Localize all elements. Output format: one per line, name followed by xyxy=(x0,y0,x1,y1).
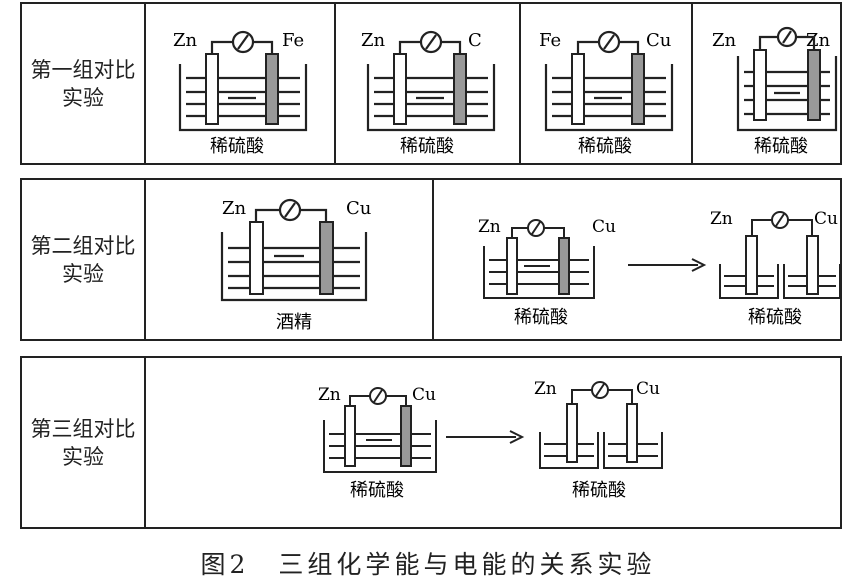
g3-arrow-icon xyxy=(509,430,525,444)
g3-a-left-electrode xyxy=(344,405,356,467)
g3-a-liquid-label: 稀硫酸 xyxy=(350,480,404,501)
g1-2-right-label: C xyxy=(468,30,482,51)
g1-1-left-electrode xyxy=(205,53,219,125)
g2-b-galvanometer-icon xyxy=(527,219,545,237)
g3-apparatus-single: Zn Cu 稀硫酸 xyxy=(318,385,437,501)
g1-4-left-electrode xyxy=(753,49,767,121)
g1-2-galvanometer-icon xyxy=(419,30,443,54)
g2-b-right-electrode xyxy=(558,237,570,295)
g1-cell-3 xyxy=(519,4,691,163)
g1-2-liquid-label: 稀硫酸 xyxy=(400,136,454,157)
group-1-label-line1: 第一组对比 xyxy=(30,57,136,82)
g2-a-left-label: Zn xyxy=(222,198,247,219)
g1-apparatus-3: Fe Cu 稀硫酸 xyxy=(539,30,674,157)
g1-2-left-electrode xyxy=(393,53,407,125)
g1-1-right-electrode xyxy=(265,53,279,125)
group-3-label-line1: 第三组对比 xyxy=(30,416,136,441)
g1-4-galvanometer-icon xyxy=(776,26,798,48)
g3-a-right-electrode xyxy=(400,405,412,467)
g2-cell-2 xyxy=(432,180,842,339)
g2-b-liquid-label: 稀硫酸 xyxy=(514,307,568,328)
g3-b-liquid-label: 稀硫酸 xyxy=(572,480,626,501)
g2-apparatus-alcohol: Zn Cu 酒精 xyxy=(220,198,371,333)
g2-apparatus-single: Zn Cu 稀硫酸 xyxy=(478,217,616,328)
g2-b-left-label: Zn xyxy=(478,217,501,237)
g2-a-galvanometer-icon xyxy=(278,198,302,222)
group-2-label-line2: 实验 xyxy=(62,261,104,286)
g1-1-galvanometer-icon xyxy=(231,30,255,54)
g1-4-right-label: Zn xyxy=(806,30,831,51)
g1-3-liquid-label: 稀硫酸 xyxy=(578,136,632,157)
g1-apparatus-2: Zn C 稀硫酸 xyxy=(361,30,496,157)
g3-arrow xyxy=(446,430,525,444)
g1-apparatus-1: Zn Fe 稀硫酸 xyxy=(173,30,308,157)
g2-a-right-label: Cu xyxy=(346,198,371,219)
g2-arrow xyxy=(628,258,707,272)
g1-apparatus-4: Zn Zn 稀硫酸 xyxy=(712,26,838,157)
g2-c-galvanometer-icon xyxy=(771,211,789,229)
group-1: 第一组对比 实验 Zn Fe 稀硫酸 Zn C xyxy=(20,2,842,165)
g1-3-galvanometer-icon xyxy=(597,30,621,54)
g2-a-liquid-label: 酒精 xyxy=(276,312,312,333)
g2-arrow-icon xyxy=(691,258,707,272)
g3-b-right-electrode xyxy=(626,403,638,463)
g3-a-right-label: Cu xyxy=(412,385,436,405)
g2-c-liquid-label: 稀硫酸 xyxy=(748,307,802,328)
g2-c-right-label: Cu xyxy=(814,209,838,229)
g3-b-left-label: Zn xyxy=(534,379,557,399)
g1-cell-4 xyxy=(691,4,842,163)
g3-a-galvanometer-icon xyxy=(369,387,387,405)
group-3-label-line2: 实验 xyxy=(62,444,104,469)
g1-3-left-electrode xyxy=(571,53,585,125)
g1-1-left-label: Zn xyxy=(173,30,198,51)
g2-apparatus-split: Zn Cu 稀硫酸 xyxy=(710,209,841,328)
g2-b-right-label: Cu xyxy=(592,217,616,237)
group-1-label: 第一组对比 实验 xyxy=(22,4,146,163)
g3-b-galvanometer-icon xyxy=(591,381,609,399)
group-1-label-line2: 实验 xyxy=(62,85,104,110)
group-2-label-line1: 第二组对比 xyxy=(30,233,136,258)
g2-c-left-electrode xyxy=(745,235,758,295)
g2-c-right-electrode xyxy=(806,235,819,295)
g1-1-liquid-label: 稀硫酸 xyxy=(210,136,264,157)
g2-a-right-electrode xyxy=(319,221,334,295)
g1-3-right-label: Cu xyxy=(646,30,671,51)
g3-apparatus-split: Zn Cu 稀硫酸 xyxy=(534,379,663,501)
group-3: 第三组对比 实验 Zn Cu 稀硫酸 Zn Cu xyxy=(20,356,842,529)
g2-b-left-electrode xyxy=(506,237,518,295)
g2-a-left-electrode xyxy=(249,221,264,295)
g1-2-left-label: Zn xyxy=(361,30,386,51)
g3-b-left-electrode xyxy=(566,403,578,463)
g1-4-liquid-label: 稀硫酸 xyxy=(754,136,808,157)
group-2: 第二组对比 实验 Zn Cu 酒精 Zn Cu xyxy=(20,178,842,341)
g1-4-right-electrode xyxy=(807,49,821,121)
g2-c-left-label: Zn xyxy=(710,209,733,229)
group-2-label: 第二组对比 实验 xyxy=(22,180,146,339)
g1-3-left-label: Fe xyxy=(539,30,561,51)
g3-b-right-label: Cu xyxy=(636,379,660,399)
group-3-label: 第三组对比 实验 xyxy=(22,358,146,527)
g1-4-left-label: Zn xyxy=(712,30,737,51)
g1-1-right-label: Fe xyxy=(282,30,304,51)
g3-a-left-label: Zn xyxy=(318,385,341,405)
figure-caption: 图2 三组化学能与电能的关系实验 xyxy=(200,550,656,579)
g1-cell-2 xyxy=(334,4,519,163)
g1-3-right-electrode xyxy=(631,53,645,125)
g1-2-right-electrode xyxy=(453,53,467,125)
